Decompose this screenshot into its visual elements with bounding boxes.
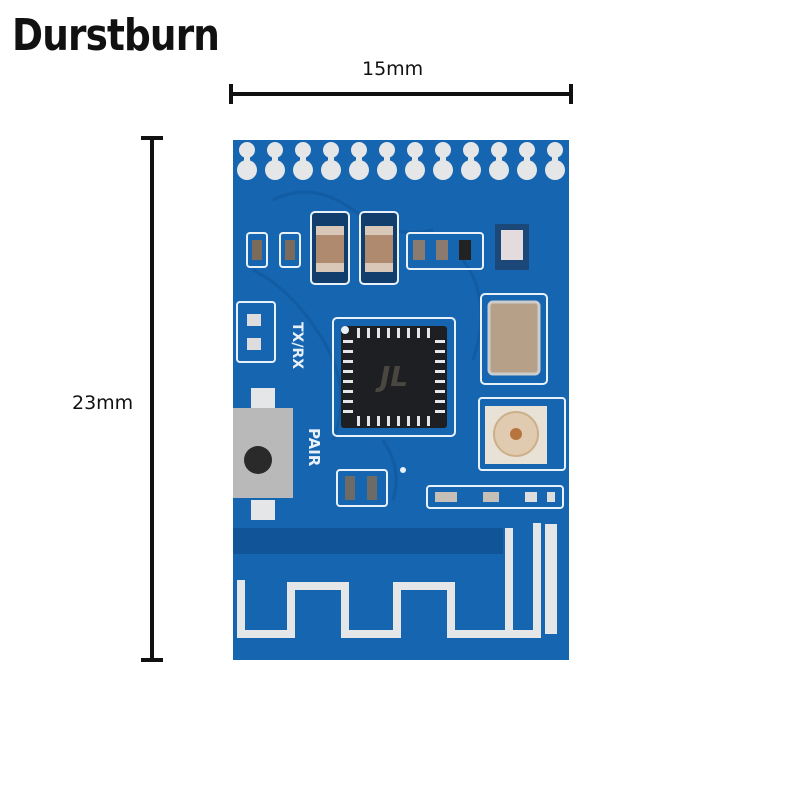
height-dimension-cap-bottom [141, 658, 163, 662]
smd-bottom-components [336, 467, 564, 509]
header-pad-small [379, 142, 395, 158]
header-pad-small [491, 142, 507, 158]
chip-pin [407, 416, 410, 426]
height-dimension-cap-top [141, 136, 163, 140]
chip-pin [435, 390, 445, 393]
pair-button [233, 388, 293, 520]
txrx-silkscreen: TX/RX [289, 322, 305, 369]
header-pad [265, 160, 285, 180]
header-pad-small [351, 142, 367, 158]
chip-pin [343, 400, 353, 403]
smd-component-row [246, 211, 529, 285]
header-pad [545, 160, 565, 180]
chip-pin [343, 390, 353, 393]
chip-pin [407, 328, 410, 338]
header-pad [433, 160, 453, 180]
header-pad [461, 160, 481, 180]
chip-pin [387, 416, 390, 426]
chip-pin [435, 400, 445, 403]
header-pad [517, 160, 537, 180]
chip-pin [343, 380, 353, 383]
chip-pin [357, 328, 360, 338]
chip-pin [427, 328, 430, 338]
header-pad-small [239, 142, 255, 158]
chip-pin [417, 328, 420, 338]
header-pad-small [463, 142, 479, 158]
header-pad [237, 160, 257, 180]
header-pad [293, 160, 313, 180]
main-chip-jl: JL [332, 317, 456, 437]
header-pad [349, 160, 369, 180]
chip-pin [387, 328, 390, 338]
width-dimension-label: 15mm [362, 58, 424, 80]
chip-pin [435, 360, 445, 363]
chip-pin [343, 340, 353, 343]
pair-silkscreen: PAIR [305, 428, 323, 467]
chip-pin [343, 370, 353, 373]
header-pad [321, 160, 341, 180]
header-pad-small [547, 142, 563, 158]
width-dimension-cap-left [229, 84, 233, 104]
txrx-leds [236, 301, 276, 363]
ipex-antenna-connector [478, 397, 566, 471]
header-pad-small [519, 142, 535, 158]
chip-pin [435, 340, 445, 343]
pcb-module: TX/RX JL PAIR [233, 140, 569, 660]
header-pad-small [435, 142, 451, 158]
header-pad-small [295, 142, 311, 158]
pcb-trace-antenna [237, 523, 541, 638]
solder-mask-band [233, 528, 503, 554]
chip-pins [343, 328, 445, 426]
header-pad-small [407, 142, 423, 158]
crystal-oscillator [480, 293, 548, 385]
header-pad [377, 160, 397, 180]
height-dimension-label: 23mm [72, 392, 134, 414]
header-pin-pads [237, 142, 565, 180]
header-pad-small [267, 142, 283, 158]
chip-pin [377, 416, 380, 426]
width-dimension-line [231, 92, 571, 96]
header-pad-small [323, 142, 339, 158]
chip-pin [357, 416, 360, 426]
width-dimension-cap-right [569, 84, 573, 104]
chip-pin [435, 380, 445, 383]
chip-pin [397, 416, 400, 426]
chip-pin [377, 328, 380, 338]
chip-logo: JL [375, 360, 408, 393]
chip-pin [417, 416, 420, 426]
header-pad [405, 160, 425, 180]
brand-logo: Durstburn [12, 10, 220, 61]
chip-pin [343, 360, 353, 363]
chip-pin [343, 350, 353, 353]
chip-pin [427, 416, 430, 426]
chip-pin [343, 410, 353, 413]
chip-pin [435, 410, 445, 413]
chip-pin [367, 416, 370, 426]
chip-pin [367, 328, 370, 338]
height-dimension-line [150, 136, 154, 662]
chip-pin [435, 350, 445, 353]
chip-pin [397, 328, 400, 338]
chip-pin [435, 370, 445, 373]
header-pad [489, 160, 509, 180]
